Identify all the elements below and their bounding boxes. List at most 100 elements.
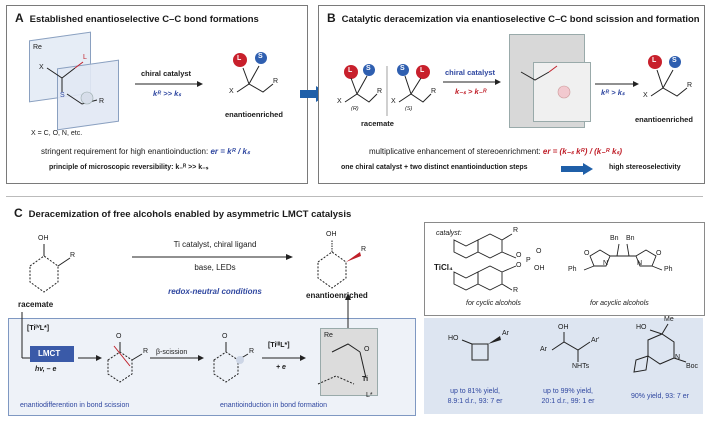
ex3-me: Me [664,316,674,323]
box-o-left: O [584,250,590,257]
rac-stereo-r: (R) [351,106,359,112]
panel-a-line2: principle of microscopic reversibility: … [49,164,209,171]
binol-o-bottom: O [516,262,522,269]
product-b-label: enantioenriched [635,115,693,124]
beta-scission-label: β-scission [156,349,188,356]
prod-b-l: L [652,57,657,64]
ex1-line1: up to 81% yield, [450,388,500,395]
panel-c-conditions: redox-neutral conditions [168,287,262,296]
substrate-r: R [99,98,105,105]
rac-s-1: S [366,65,371,72]
binol-oh: OH [534,265,545,272]
re-face-plane [320,328,378,396]
prod-r: R [361,246,367,253]
panel-b: B Catalytic deracemization via enantiosel… [318,5,705,184]
panel-b-line1-text: multiplicative enhancement of stereoenri… [369,147,543,156]
arrow-2-bottom: kᴿ > kₛ [601,88,625,97]
arrow-1 [443,79,501,85]
ex3-ho: HO [636,324,647,331]
ti-iv-label: [TiᴵⱽL*] [27,325,50,332]
product-l: L [237,55,242,62]
binol-o-top: O [516,252,522,259]
prod-b-s: S [672,57,677,64]
arrow-bottom-label: kᴿ >> kₛ [153,89,182,98]
rac-x-1: X [337,98,342,105]
chelate-ti: Ti [362,376,369,383]
product-s: S [258,53,263,60]
box-bn-left: Bn [610,235,619,242]
rac-r: R [70,252,76,259]
ex2-line2: 20:1 d.r., 99: 1 er [541,398,595,405]
prod-oh: OH [326,231,337,238]
chelate-lstar: L* [366,392,373,399]
panel-b-header: B Catalytic deracemization via enantiosel… [327,11,700,25]
panel-b-line1: multiplicative enhancement of stereoenri… [369,147,622,156]
arrow-1-bottom: k₋ₛ > k₋ᴿ [455,87,487,96]
lmct-label: LMCT [38,349,61,358]
rac-x-2: X [391,98,396,105]
reaction-arrow [135,81,203,87]
racemate-label: racemate [361,119,394,128]
radical-r: R [143,348,149,355]
panel-b-title: Catalytic deracemization via enantiosele… [341,14,700,25]
panel-b-line2-right: high stereoselectivity [609,164,681,171]
substrate-structure [46,61,98,105]
panel-b-line2-left: one chiral catalyst + two distinct enant… [341,164,528,171]
panel-a-line1: stringent requirement for high enantioin… [41,147,250,156]
panel-a-title: Established enantioselective C–C bond fo… [29,14,259,25]
opened-o: O [222,333,228,340]
rac-s-2: S [400,65,405,72]
racemate-structures [344,64,432,116]
panel-a-line1-eq: er = kᴿ / kₛ [210,147,250,156]
arrow-1-top: chiral catalyst [445,68,496,77]
product-c-label: enantioenriched [306,291,368,300]
binol-p: P [526,257,531,264]
product-label: enantioenriched [225,110,283,119]
arrow-2 [595,81,639,87]
product-x: X [229,88,234,95]
substrate-x: X [39,64,44,71]
ex3-boc: Boc [686,363,699,370]
section-divider [6,196,703,197]
panel-c-arrow-top: Ti catalyst, chiral ligand [173,240,257,249]
racemate-c-label: racemate [18,300,54,309]
panel-b-letter: B [327,11,336,25]
ex2-nhts: NHTs [572,363,590,370]
rac-r-1: R [377,88,383,95]
ex1-oh: HO [448,335,459,342]
box-n-left: N [603,260,609,267]
product-structure [233,52,274,93]
binol-r-bottom: R [513,287,519,294]
product-b-structure [648,55,688,97]
binol-r-top: R [513,227,519,234]
rac-l-2: L [420,67,425,74]
prod-b-r: R [687,82,693,89]
rac-l-1: L [348,67,353,74]
ex1-line2: 8.9:1 d.r., 93: 7 er [447,398,503,405]
radical-o: O [116,333,122,340]
rac-r-2: R [431,88,437,95]
binol-o-double: O [536,248,542,255]
intermediate-plane-front [533,62,591,122]
box-o-right: O [656,250,662,257]
box-n-right: N [637,260,643,267]
lmct-badge [30,346,74,362]
product-r: R [273,78,279,85]
substrate-s: S [60,92,65,99]
caption-right: enantioinduction in bond formation [220,402,328,409]
substrate-l: L [83,54,87,61]
panel-c-arrow-bottom: base, LEDs [194,263,236,272]
